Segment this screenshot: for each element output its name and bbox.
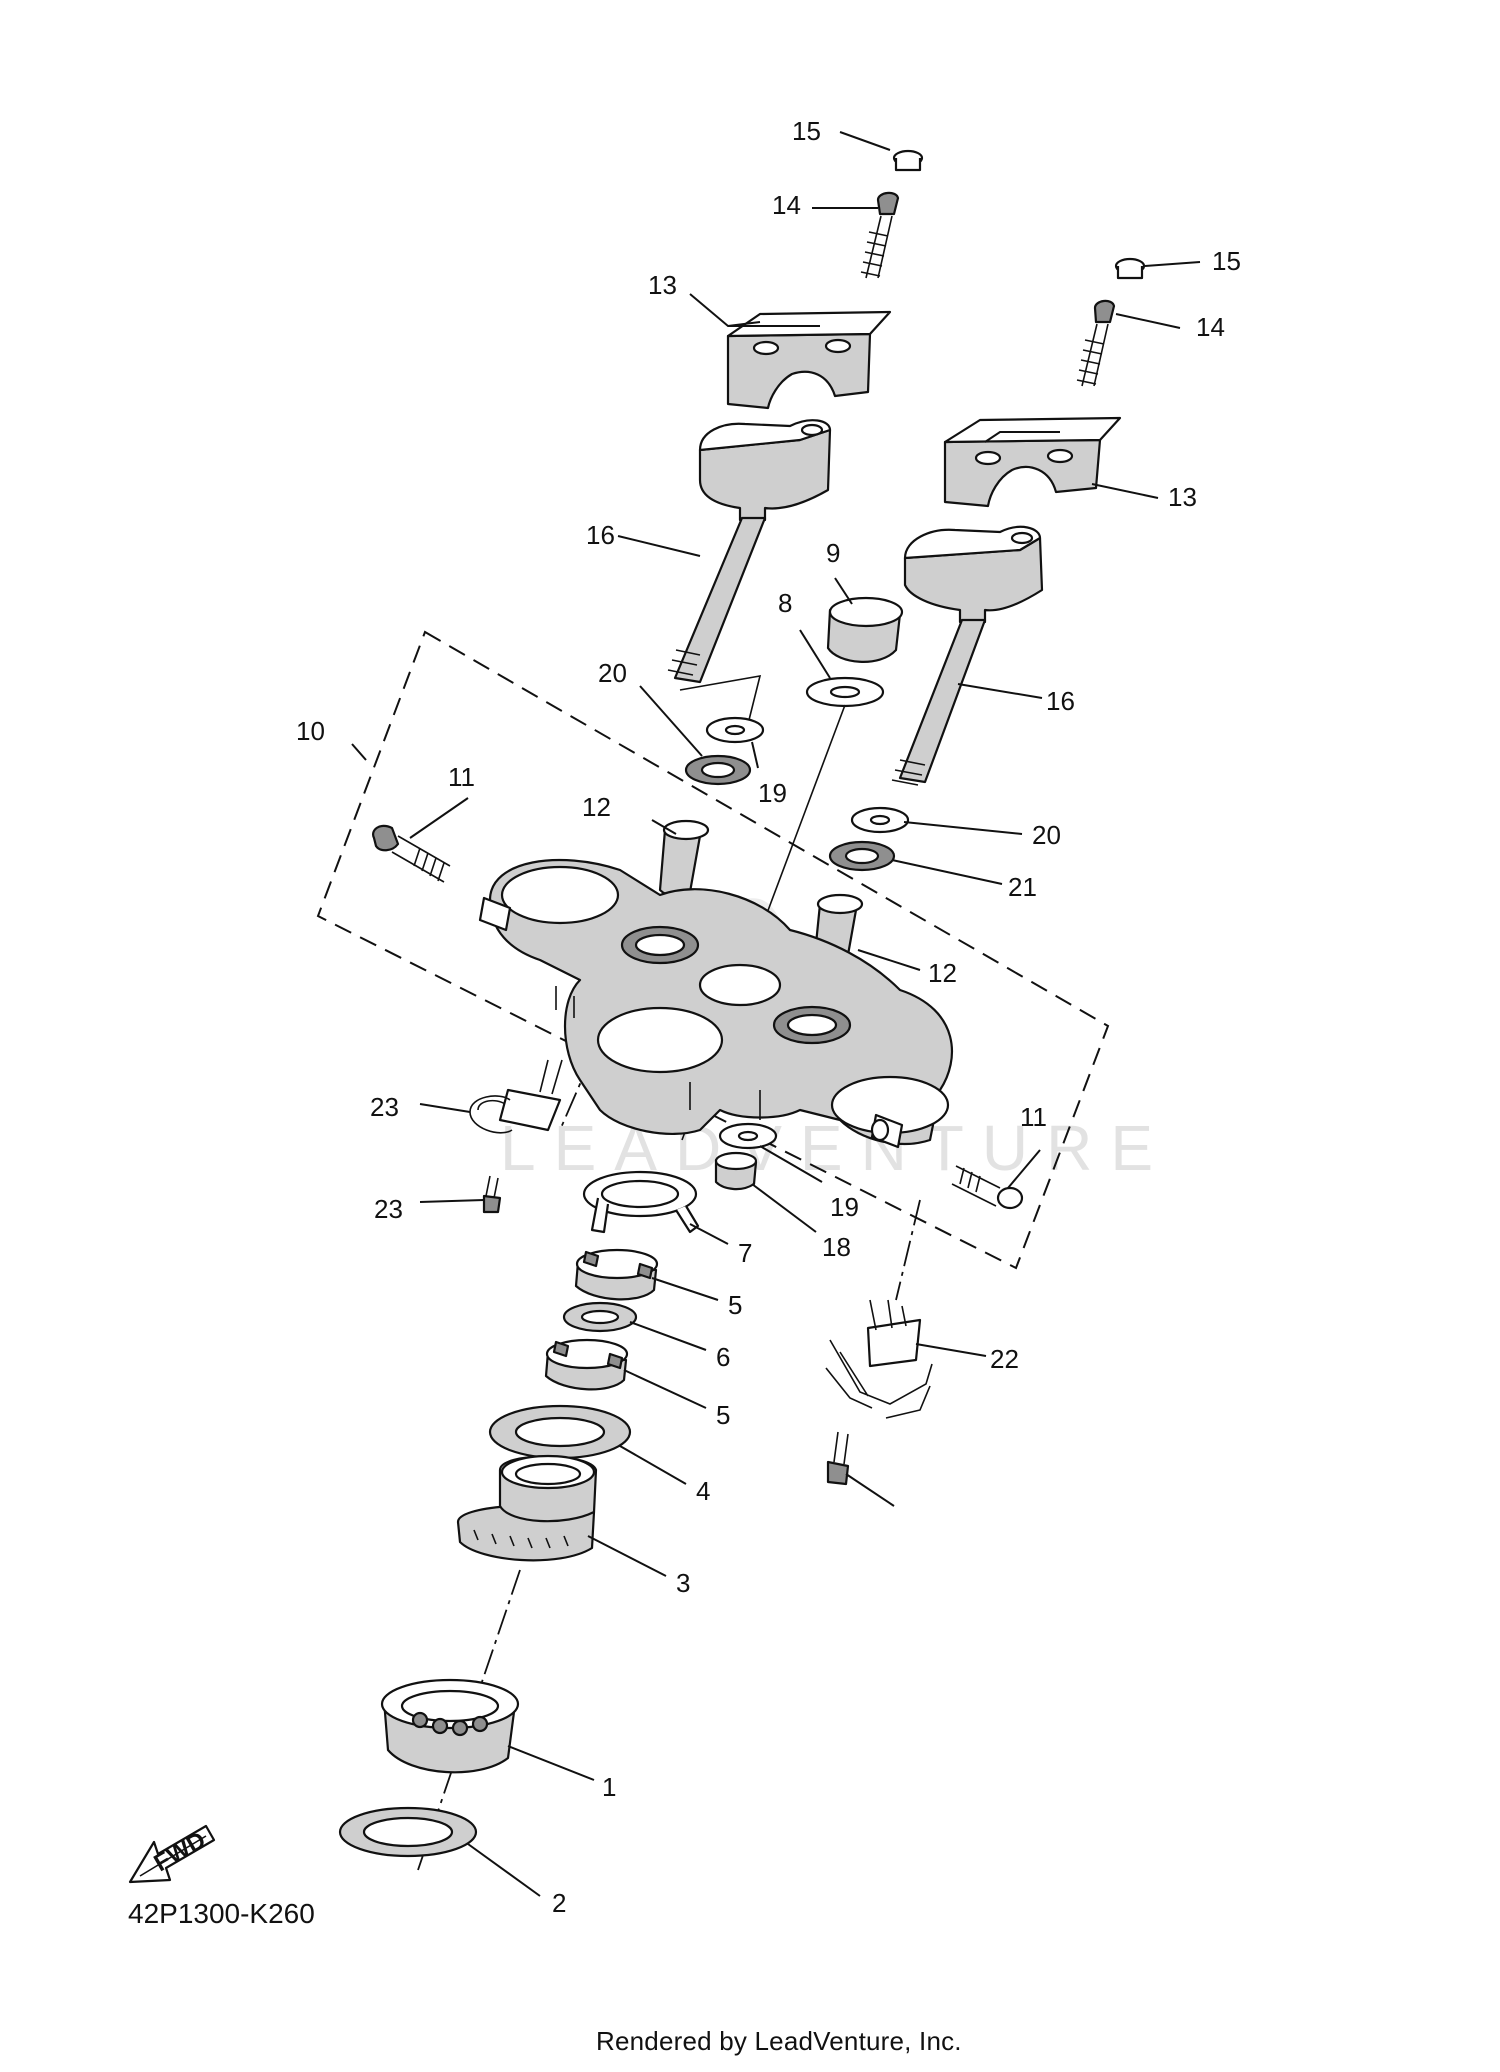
fwd-label: FWD — [150, 1826, 211, 1877]
part-9-cap-nut — [826, 596, 904, 663]
callout-3: 3 — [676, 1568, 690, 1598]
part-18-left-washer — [705, 716, 765, 744]
callout-8: 8 — [778, 588, 792, 618]
part-15-right-cap — [1114, 257, 1146, 280]
callout-labels: 15 14 13 15 14 13 16 9 8 16 20 10 19 11 … — [296, 116, 1241, 1918]
part-3-upper-bearing — [456, 1454, 598, 1562]
part-11-right-bolt — [951, 1165, 1024, 1210]
callout-10: 10 — [296, 716, 325, 746]
part-17-nut — [714, 1151, 758, 1191]
part-18-right-washer — [850, 806, 910, 834]
part-5-lower-ring-nut — [544, 1338, 629, 1391]
callout-17: 18 — [822, 1232, 851, 1262]
watermark-text: LEADVENTURE — [500, 1112, 1171, 1184]
callout-23-left: 23 — [374, 1194, 403, 1224]
callout-15-left: 15 — [792, 116, 821, 146]
callout-15-right: 15 — [1212, 246, 1241, 276]
callout-14-right: 14 — [1196, 312, 1225, 342]
part-19-washer — [718, 1122, 778, 1150]
callout-22: 23 — [370, 1092, 399, 1122]
callout-11-right: 11 — [1020, 1102, 1047, 1132]
callout-9: 9 — [826, 538, 840, 568]
assembly-boundary — [316, 630, 1110, 1270]
callout-18-right: 20 — [1032, 820, 1061, 850]
part-2-lower-seal — [338, 1806, 478, 1858]
part-6-washer — [562, 1301, 638, 1333]
callout-14-left: 14 — [772, 190, 801, 220]
callout-12-left: 12 — [582, 792, 611, 822]
render-credit: Rendered by LeadVenture, Inc. — [596, 2026, 962, 2056]
callout-6: 6 — [716, 1342, 730, 1372]
right-bracket-guide — [895, 1199, 921, 1301]
part-23-right-screw — [826, 1431, 850, 1486]
part-10-upper-bracket — [478, 858, 954, 1149]
part-14-right-bolt — [1076, 299, 1116, 387]
part-16-right-lower-holder — [891, 525, 1044, 786]
callout-4: 4 — [696, 1476, 710, 1506]
callout-13-left: 13 — [648, 270, 677, 300]
part-4-dust-seal — [488, 1404, 632, 1460]
part-1-lower-bearing — [380, 1678, 520, 1774]
part-16-left-lower-holder — [667, 419, 832, 684]
callout-16-left: 16 — [586, 520, 615, 550]
callout-5-upper: 5 — [728, 1290, 742, 1320]
part-13-left-upper-clamp — [726, 310, 892, 410]
callout-5-lower: 5 — [716, 1400, 730, 1430]
drawing-code: 42P1300-K260 — [128, 1898, 315, 1929]
part-14-left-bolt — [860, 191, 900, 279]
part-15-left-cap — [892, 149, 924, 172]
callout-13-right: 13 — [1168, 482, 1197, 512]
fwd-arrow-icon: FWD — [128, 1824, 216, 1884]
part-11-left-bolt — [372, 824, 451, 883]
callout-2: 2 — [552, 1888, 566, 1918]
leader-lines — [351, 131, 1201, 1897]
part-23-left-screw — [482, 1175, 502, 1214]
part-13-right-upper-clamp — [943, 416, 1122, 508]
part-5-upper-ring-nut — [574, 1248, 659, 1301]
part-12-left-bushing — [658, 819, 710, 898]
callout-20-right: 21 — [1008, 872, 1037, 902]
callout-19: 19 — [830, 1192, 859, 1222]
callout-12-right: 12 — [928, 958, 957, 988]
part-20-left-seal — [684, 754, 752, 786]
callout-1: 1 — [602, 1772, 616, 1802]
callout-11-left: 11 — [448, 762, 475, 792]
part-8-washer — [805, 676, 885, 708]
callout-18-left: 19 — [758, 778, 787, 808]
callout-21: 22 — [990, 1344, 1019, 1374]
part-22-cable-guide — [469, 1059, 563, 1134]
part-21-hose-bracket — [825, 1299, 933, 1419]
callout-7: 7 — [738, 1238, 752, 1268]
guide-zigzag — [679, 674, 762, 737]
part-20-right-seal — [828, 840, 896, 872]
callout-16-right: 16 — [1046, 686, 1075, 716]
callout-20-left: 20 — [598, 658, 627, 688]
part-7-lock-washer — [582, 1170, 700, 1234]
